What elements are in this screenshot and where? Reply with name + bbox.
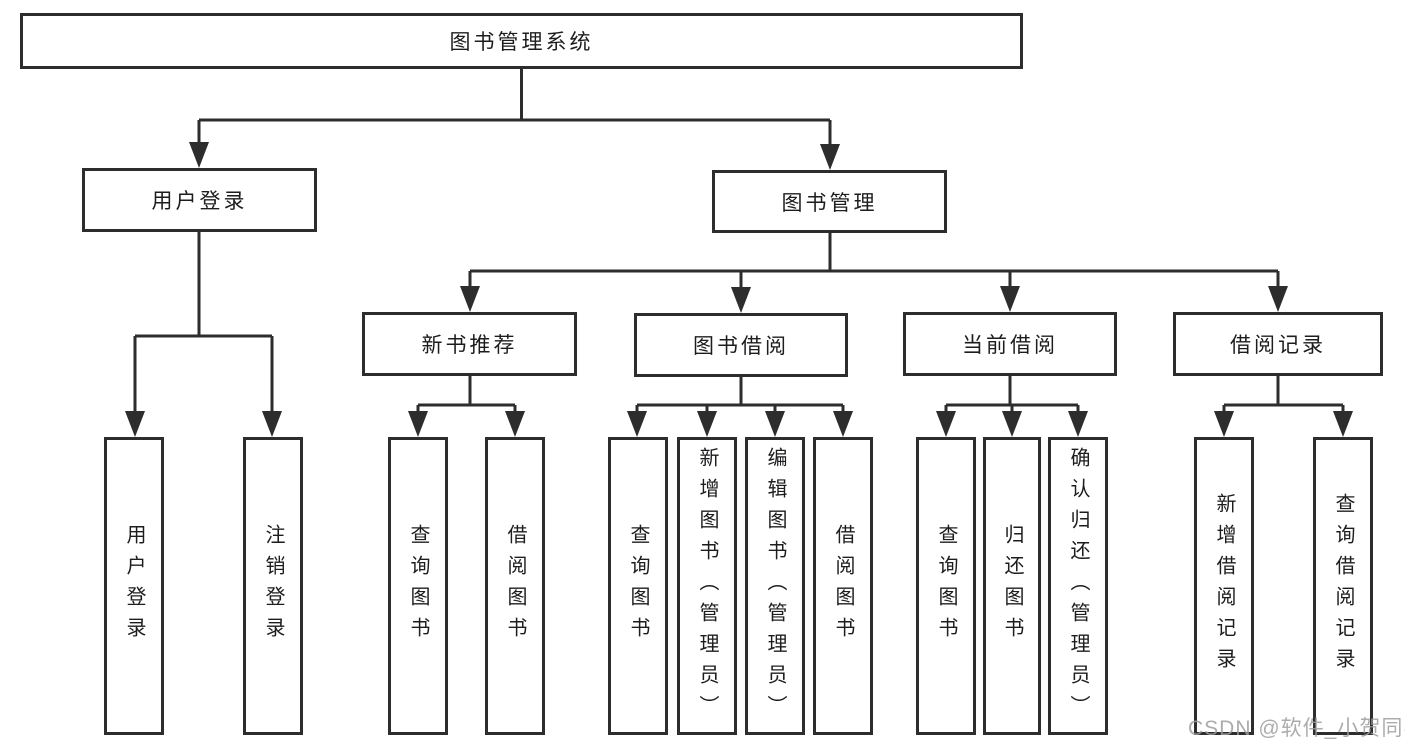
- node-root: 图书管理系统: [20, 13, 1023, 69]
- leaf-query-books-recommend: 查询图书: [388, 437, 448, 735]
- leaf-add-borrow-record: 新增借阅记录: [1194, 437, 1254, 735]
- leaf-edit-books-admin: 编辑图书（管理员）: [745, 437, 805, 735]
- leaf-confirm-return-admin: 确认归还（管理员）: [1048, 437, 1108, 735]
- watermark: CSDN @软件_小贺同学: [1188, 717, 1405, 740]
- node-current-borrowing: 当前借阅: [903, 312, 1117, 376]
- leaf-user-login: 用户登录: [104, 437, 164, 735]
- leaf-add-books-admin: 新增图书（管理员）: [677, 437, 737, 735]
- node-user-login: 用户登录: [82, 168, 317, 232]
- node-book-management: 图书管理: [712, 170, 947, 233]
- leaf-borrow-books-borrowing: 借阅图书: [813, 437, 873, 735]
- node-borrowing-records: 借阅记录: [1173, 312, 1383, 376]
- leaf-query-books-current: 查询图书: [916, 437, 976, 735]
- leaf-borrow-books-recommend: 借阅图书: [485, 437, 545, 735]
- node-book-borrowing: 图书借阅: [634, 313, 848, 377]
- leaf-logout: 注销登录: [243, 437, 303, 735]
- node-new-book-recommend: 新书推荐: [362, 312, 577, 376]
- leaf-query-books-borrowing: 查询图书: [608, 437, 668, 735]
- leaf-return-books: 归还图书: [983, 437, 1041, 735]
- leaf-query-borrow-record: 查询借阅记录: [1313, 437, 1373, 735]
